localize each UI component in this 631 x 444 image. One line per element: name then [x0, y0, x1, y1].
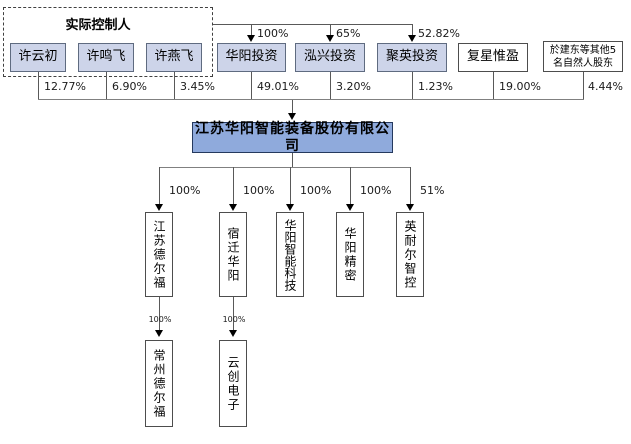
arrowhead-icon	[229, 330, 237, 337]
edge-line	[330, 72, 331, 100]
pct-changzhou-delfu: 100%	[148, 315, 172, 324]
node-huayang-precision: 华阳精密	[336, 212, 364, 297]
ctrl-pct-huayang: 100%	[257, 27, 289, 40]
node-suqian-huayang: 宿迁华阳	[219, 212, 247, 297]
edge-line	[583, 72, 584, 100]
pct-hongxing-investment: 3.20%	[336, 80, 371, 93]
arrowhead-icon	[288, 113, 296, 120]
edge-line	[159, 167, 160, 204]
pct-xu-yanfei: 3.45%	[180, 80, 215, 93]
pct-yingnaier: 51%	[420, 184, 445, 197]
pct-huayang-investment: 49.01%	[257, 80, 299, 93]
pct-juying-investment: 1.23%	[418, 80, 453, 93]
shareholders-bus-line	[38, 99, 584, 100]
pct-suqian-huayang: 100%	[243, 184, 275, 197]
pct-xu-yunchu: 12.77%	[44, 80, 86, 93]
pct-yujiandong-others: 4.44%	[588, 80, 623, 93]
arrowhead-icon	[406, 204, 414, 211]
arrowhead-icon	[408, 35, 416, 42]
node-juying-investment: 聚英投资	[377, 43, 447, 72]
edge-line	[292, 100, 293, 114]
edge-line	[412, 72, 413, 100]
subsidiaries-bus-line	[159, 167, 411, 168]
pct-yunchuang-electronics: 100%	[222, 315, 246, 324]
node-huayang-intelligent-tech: 华阳智能科技	[276, 212, 304, 297]
arrowhead-icon	[229, 204, 237, 211]
pct-xu-mingfei: 6.90%	[112, 80, 147, 93]
arrowhead-icon	[155, 330, 163, 337]
controller-to-holdings-line	[213, 24, 413, 25]
edge-line	[174, 72, 175, 100]
edge-line	[290, 167, 291, 204]
actual-controller-title: 实际控制人	[65, 18, 131, 33]
ctrl-pct-juying: 52.82%	[418, 27, 460, 40]
arrowhead-icon	[346, 204, 354, 211]
edge-line	[412, 24, 413, 36]
ctrl-pct-hongxing: 65%	[336, 27, 361, 40]
edge-line	[233, 167, 234, 204]
edge-line	[493, 72, 494, 100]
node-fuxing-weiying: 复星惟盈	[458, 43, 528, 72]
edge-line	[350, 167, 351, 204]
node-xu-yanfei: 许燕飞	[146, 43, 202, 72]
arrowhead-icon	[247, 35, 255, 42]
arrowhead-icon	[155, 204, 163, 211]
edge-line	[292, 153, 293, 167]
node-hongxing-investment: 泓兴投资	[295, 43, 365, 72]
edge-line	[410, 167, 411, 204]
edge-line	[251, 24, 252, 36]
node-xu-yunchu: 许云初	[10, 43, 66, 72]
pct-huayang-precision: 100%	[360, 184, 392, 197]
node-yingnaier-zhikong: 英耐尔智控	[396, 212, 424, 297]
pct-jiangsu-delfu: 100%	[169, 184, 201, 197]
edge-line	[330, 24, 331, 36]
arrowhead-icon	[286, 204, 294, 211]
node-jiangsu-delfu: 江苏德尔福	[145, 212, 173, 297]
node-yunchuang-electronics: 云创电子	[219, 340, 247, 427]
pct-huayang-tech: 100%	[300, 184, 332, 197]
edge-line	[233, 297, 234, 330]
node-changzhou-delfu: 常州德尔福	[145, 340, 173, 427]
edge-line	[106, 72, 107, 100]
edge-line	[251, 72, 252, 100]
actual-controller-group-box	[3, 7, 213, 77]
node-main-company: 江苏华阳智能装备股份有限公司	[192, 121, 393, 154]
node-xu-mingfei: 许鸣飞	[78, 43, 134, 72]
edge-line	[38, 72, 39, 100]
arrowhead-icon	[326, 35, 334, 42]
pct-fuxing-weiying: 19.00%	[499, 80, 541, 93]
node-huayang-investment: 华阳投资	[217, 43, 286, 72]
edge-line	[159, 297, 160, 330]
node-yujiandong-other-shareholders: 於建东等其他5名自然人股东	[543, 41, 623, 72]
